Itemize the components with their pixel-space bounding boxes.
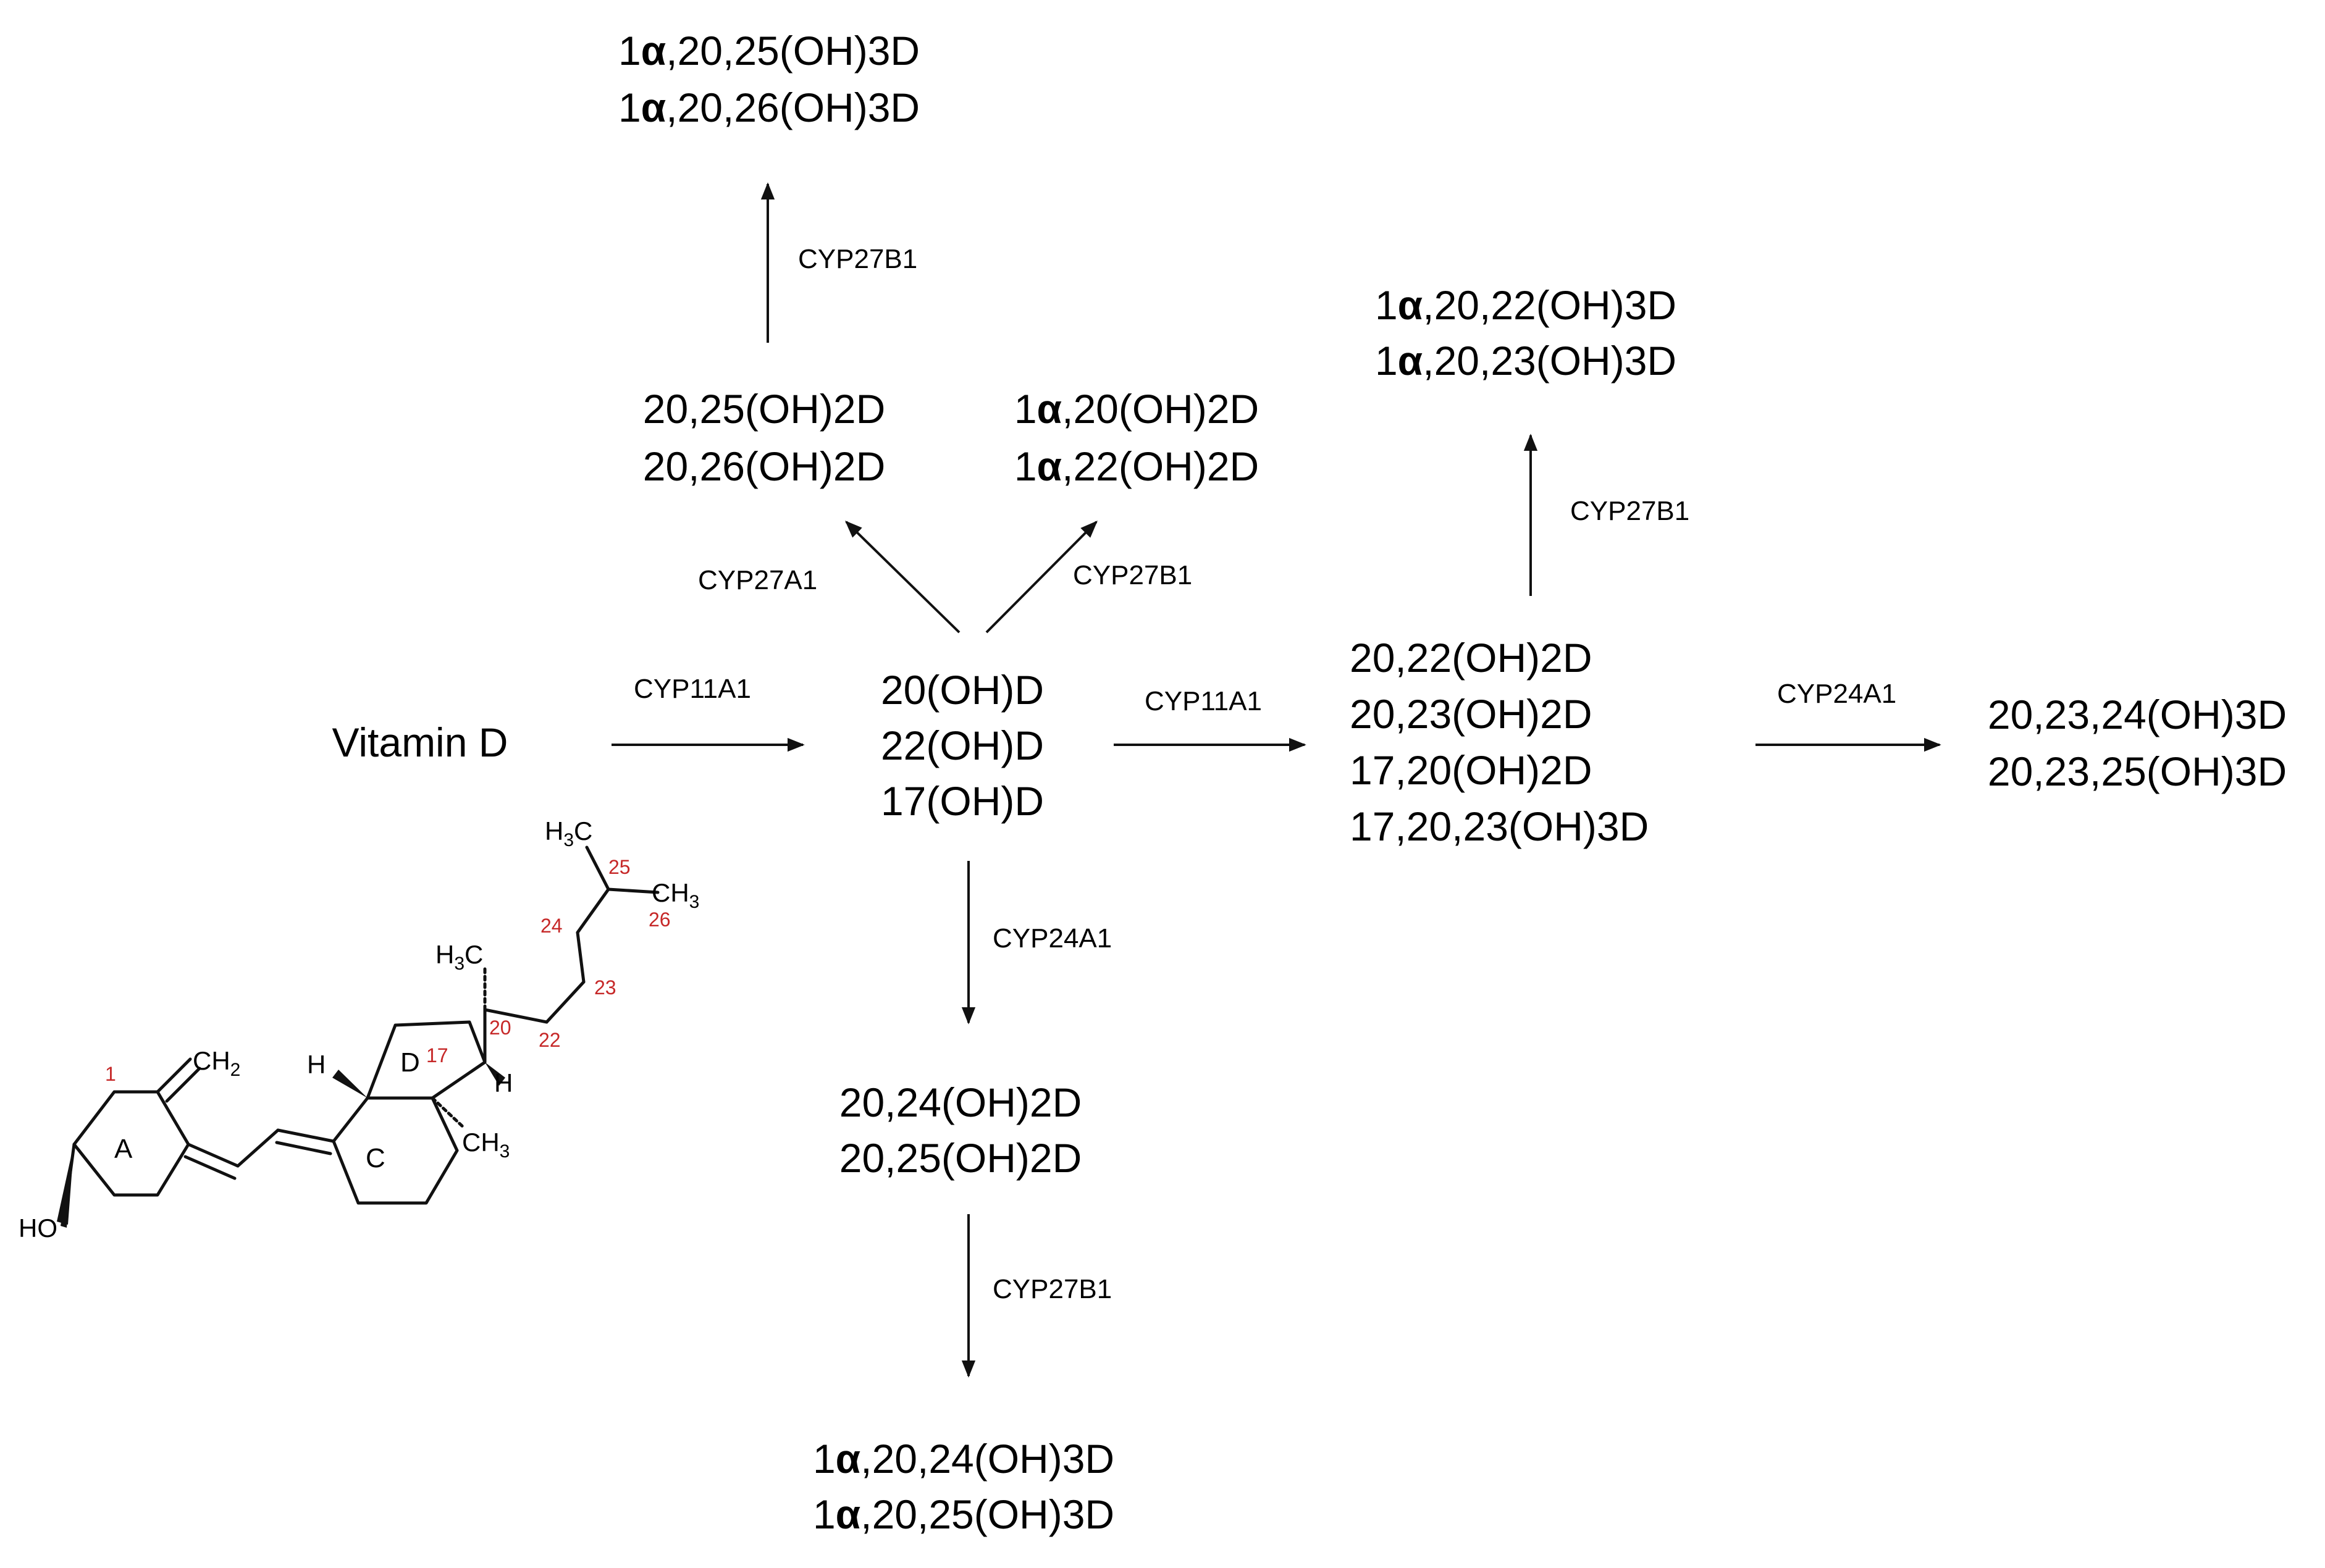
enzyme-label-cyp27b1-top: CYP27B1	[798, 244, 917, 274]
carbon-number-26: 26	[649, 908, 671, 931]
compound-line: 1α,22(OH)2D	[1014, 443, 1259, 489]
ch3-ring-bond	[431, 1096, 465, 1129]
compound-group-top-trihydroxy: 1α,20,25(OH)3D 1α,20,26(OH)3D	[618, 28, 920, 130]
compound-group-cyp27a1-products: 20,25(OH)2D 20,26(OH)2D	[643, 386, 886, 489]
compound-line: 1α,20,24(OH)3D	[813, 1436, 1114, 1482]
side-chain-25-27	[585, 845, 610, 891]
linker-bond-1	[187, 1142, 240, 1168]
arrow-to-cyp27b1-mono-products	[985, 521, 1098, 634]
side-chain-20-22	[483, 1008, 549, 1024]
atom-h-left: H	[307, 1050, 326, 1079]
compound-group-bottom-trihydroxy: 1α,20,24(OH)3D 1α,20,25(OH)3D	[813, 1436, 1114, 1537]
compound-line: 17,20(OH)2D	[1350, 747, 1592, 793]
enzyme-label-cyp11a1-second: CYP11A1	[1145, 686, 1262, 716]
compound-line: 1α,20,26(OH)3D	[618, 85, 920, 130]
atom-h3c-25: H3C	[545, 816, 592, 850]
enzyme-label-cyp11a1-first: CYP11A1	[634, 674, 751, 704]
compound-line: 20,25(OH)2D	[643, 386, 886, 432]
side-chain-22-23	[545, 980, 586, 1024]
side-chain-24-25	[576, 887, 610, 934]
enzyme-label-cyp24a1-right: CYP24A1	[1777, 679, 1896, 709]
compound-group-cyp11a1-second-products: 20,22(OH)2D 20,23(OH)2D 17,20(OH)2D 17,20,2…	[1350, 635, 1649, 849]
ring-label-d: D	[400, 1047, 420, 1078]
compound-line: 1α,20,22(OH)3D	[1375, 282, 1676, 328]
ring-c-bonds	[332, 1096, 459, 1205]
linker-bond-1b	[183, 1155, 237, 1180]
h-right-wedge	[485, 1062, 505, 1086]
ring-label-a: A	[114, 1134, 133, 1164]
carbon-number-23: 23	[594, 976, 616, 999]
compound-line: 20,25(OH)2D	[839, 1135, 1082, 1181]
side-chain-23-24	[576, 931, 586, 984]
compound-line: 20,23(OH)2D	[1350, 691, 1592, 737]
enzyme-label-cyp27a1: CYP27A1	[698, 565, 817, 595]
atom-ho: HO	[19, 1214, 57, 1243]
ring-d-bonds	[366, 1020, 487, 1100]
compound-line: 20,26(OH)2D	[643, 443, 886, 489]
compound-group-cyp24a1-down-products: 20,24(OH)2D 20,25(OH)2D	[839, 1080, 1082, 1181]
arrow-to-cyp27a1-products	[844, 521, 961, 634]
ring-label-c: C	[366, 1143, 385, 1173]
side-chain-25-26	[607, 887, 660, 894]
compound-group-right-top-trihydroxy: 1α,20,22(OH)3D 1α,20,23(OH)3D	[1375, 282, 1676, 384]
carbon-number-1: 1	[105, 1063, 116, 1085]
ho-wedge	[57, 1142, 74, 1225]
carbon-number-20: 20	[489, 1017, 511, 1039]
atom-ch2: CH2	[193, 1046, 240, 1080]
compound-line: 1α,20,23(OH)3D	[1375, 338, 1676, 384]
linker-bond-3b	[275, 1141, 332, 1155]
atom-ch3-ring: CH3	[462, 1128, 510, 1162]
linker-bond-2	[236, 1128, 280, 1168]
carbon-number-22: 22	[539, 1029, 561, 1051]
compound-line: 1α,20,25(OH)3D	[618, 28, 920, 73]
ch2-bond-2	[165, 1067, 201, 1103]
compound-line: Vitamin D	[332, 719, 508, 765]
carbon-number-17: 17	[426, 1044, 448, 1067]
enzyme-label-cyp27b1-right: CYP27B1	[1570, 496, 1689, 526]
compound-line: 20,22(OH)2D	[1350, 635, 1592, 681]
compound-line: 17(OH)D	[881, 778, 1044, 824]
compound-line: 20(OH)D	[881, 667, 1044, 713]
compound-line: 20,24(OH)2D	[839, 1080, 1082, 1125]
compound-line: 1α,20(OH)2D	[1014, 386, 1259, 432]
ch2-bond-1	[156, 1057, 192, 1094]
enzyme-label-cyp27b1-mono: CYP27B1	[1073, 560, 1192, 590]
enzyme-label-cyp24a1-down: CYP24A1	[993, 923, 1112, 954]
carbon-number-24: 24	[540, 915, 563, 937]
compound-group-cyp27b1-mono-products: 1α,20(OH)2D 1α,22(OH)2D	[1014, 386, 1259, 489]
compound-group-cyp24a1-right-products: 20,23,24(OH)3D 20,23,25(OH)3D	[1988, 692, 2287, 794]
compound-vitamin-d: Vitamin D	[332, 719, 508, 765]
enzyme-label-cyp27b1-bottom: CYP27B1	[993, 1274, 1112, 1304]
compound-group-monohydroxy: 20(OH)D 22(OH)D 17(OH)D	[881, 667, 1044, 824]
h-left-wedge	[332, 1070, 368, 1098]
atom-ch3-26: CH3	[652, 878, 699, 912]
vitamin-d-structure: CH2 HO H H CH3 H3C H3C CH3 A C D 1 17 20…	[19, 816, 699, 1243]
compound-line: 1α,20,25(OH)3D	[813, 1491, 1114, 1537]
atom-h3c-20: H3C	[435, 940, 483, 974]
linker-bond-3	[276, 1128, 335, 1143]
compound-line: 22(OH)D	[881, 723, 1044, 768]
carbon-number-25: 25	[608, 856, 631, 878]
compound-line: 20,23,25(OH)3D	[1988, 748, 2287, 794]
compound-line: 20,23,24(OH)3D	[1988, 692, 2287, 737]
atom-h-right: H	[494, 1068, 513, 1097]
compound-line: 17,20,23(OH)3D	[1350, 803, 1649, 849]
